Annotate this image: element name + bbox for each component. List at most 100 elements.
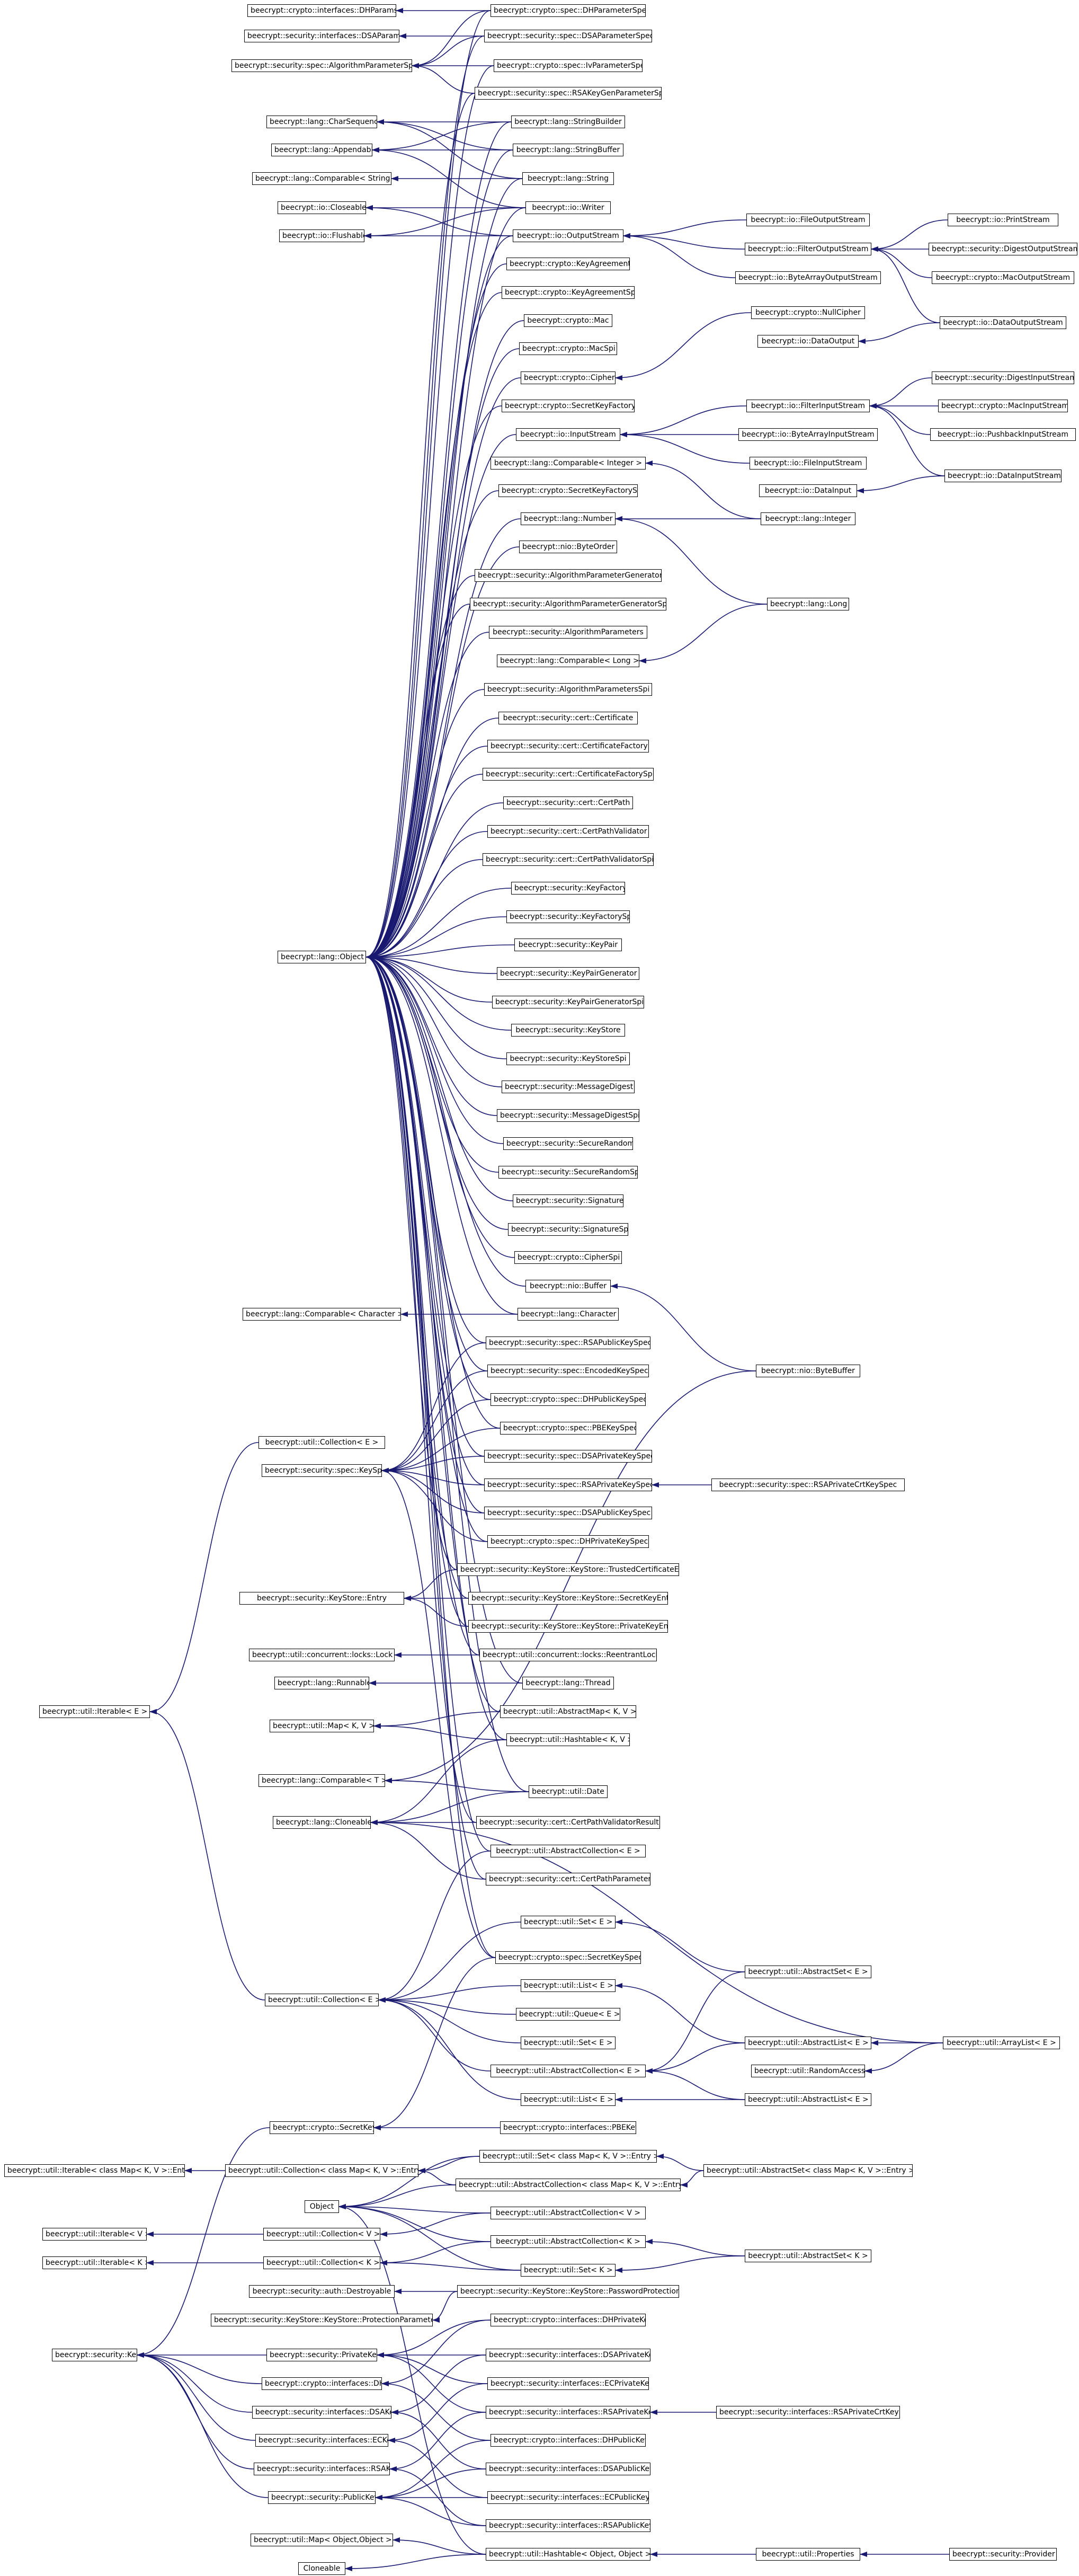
class-node[interactable]: beecrypt::lang::Thread — [522, 1677, 614, 1689]
class-node[interactable]: beecrypt::security::cert::CertPathValida… — [483, 853, 654, 866]
class-node[interactable]: beecrypt::lang::Integer — [761, 512, 855, 525]
class-node[interactable]: beecrypt::crypto::spec::DHParameterSpec — [491, 4, 646, 17]
class-node[interactable]: beecrypt::security::SecureRandom — [503, 1137, 633, 1150]
class-node[interactable]: beecrypt::security::interfaces::ECKey — [255, 2434, 388, 2447]
class-node[interactable]: beecrypt::security::auth::Destroyable — [249, 2285, 395, 2298]
class-node[interactable]: beecrypt::security::interfaces::RSAPriva… — [716, 2406, 900, 2419]
class-node[interactable]: beecrypt::crypto::spec::IvParameterSpec — [494, 59, 643, 72]
class-node[interactable]: beecrypt::util::AbstractCollection< K > — [491, 2235, 646, 2248]
class-node[interactable]: beecrypt::util::Map< K, V > — [270, 1720, 374, 1732]
class-node[interactable]: Cloneable — [298, 2562, 345, 2575]
class-node[interactable]: beecrypt::security::cert::CertPathParame… — [486, 1873, 650, 1885]
class-node[interactable]: beecrypt::lang::Number — [521, 512, 616, 525]
class-node[interactable]: beecrypt::util::Properties — [756, 2548, 860, 2561]
class-node[interactable]: beecrypt::util::Set< E > — [521, 2037, 616, 2049]
class-node[interactable]: beecrypt::util::AbstractSet< E > — [745, 1966, 871, 1978]
class-node[interactable]: beecrypt::security::spec::DSAPrivateKeyS… — [484, 1450, 652, 1463]
class-node[interactable]: beecrypt::security::PublicKey — [268, 2491, 376, 2504]
class-node[interactable]: beecrypt::lang::Object — [278, 951, 366, 963]
class-node[interactable]: beecrypt::util::Collection< E > — [258, 1436, 385, 1449]
class-node[interactable]: beecrypt::security::spec::RSAPrivateKeyS… — [484, 1479, 652, 1491]
class-node[interactable]: beecrypt::util::ArrayList< E > — [943, 2037, 1060, 2049]
class-node[interactable]: beecrypt::crypto::MacOutputStream — [932, 271, 1074, 284]
class-node[interactable]: beecrypt::io::PushbackInputStream — [930, 428, 1076, 441]
class-node[interactable]: beecrypt::security::spec::DSAParameterSp… — [484, 30, 652, 42]
class-node[interactable]: beecrypt::security::interfaces::DSAKey — [252, 2406, 391, 2419]
class-node[interactable]: beecrypt::security::KeyStore::KeyStore::… — [211, 2314, 433, 2326]
class-node[interactable]: beecrypt::io::DataInput — [759, 484, 857, 497]
class-node[interactable]: beecrypt::security::interfaces::RSAPubli… — [486, 2519, 650, 2532]
class-node[interactable]: beecrypt::util::Set< E > — [521, 1916, 616, 1928]
class-node[interactable]: beecrypt::io::ByteArrayInputStream — [738, 428, 878, 441]
class-node[interactable]: beecrypt::crypto::NullCipher — [751, 306, 865, 319]
class-node[interactable]: beecrypt::crypto::CipherSpi — [514, 1251, 622, 1264]
class-node[interactable]: beecrypt::io::FileInputStream — [750, 457, 867, 470]
class-node[interactable]: beecrypt::util::AbstractCollection< clas… — [456, 2179, 681, 2191]
class-node[interactable]: beecrypt::crypto::interfaces::DHParams — [247, 4, 396, 17]
class-node[interactable]: beecrypt::security::KeyFactorySpi — [506, 910, 630, 923]
class-node[interactable]: beecrypt::crypto::KeyAgreementSpi — [502, 286, 635, 299]
class-node[interactable]: beecrypt::util::concurrent::locks::Lock — [249, 1649, 395, 1661]
class-node[interactable]: beecrypt::security::interfaces::DSAPubli… — [486, 2463, 650, 2475]
class-node[interactable]: beecrypt::security::cert::CertificateFac… — [483, 768, 654, 781]
class-node[interactable]: beecrypt::lang::CharSequence — [266, 116, 377, 128]
class-node[interactable]: beecrypt::security::cert::CertPathValida… — [476, 1816, 660, 1829]
class-node[interactable]: beecrypt::security::interfaces::RSAKey — [254, 2463, 390, 2475]
class-node[interactable]: beecrypt::nio::ByteOrder — [519, 541, 617, 553]
class-node[interactable]: beecrypt::crypto::SecretKeyFactory — [502, 400, 635, 412]
class-node[interactable]: beecrypt::util::Map< Object,Object > — [251, 2534, 393, 2546]
class-node[interactable]: beecrypt::io::ByteArrayOutputStream — [735, 271, 881, 284]
class-node[interactable]: beecrypt::crypto::Mac — [524, 314, 612, 327]
class-node[interactable]: beecrypt::security::Signature — [513, 1194, 623, 1207]
class-node[interactable]: beecrypt::lang::Comparable< String > — [252, 172, 391, 185]
class-node[interactable]: beecrypt::security::cert::CertificateFac… — [487, 740, 649, 753]
class-node[interactable]: beecrypt::security::spec::AlgorithmParam… — [231, 59, 412, 72]
class-node[interactable]: beecrypt::security::KeyPairGenerator — [497, 967, 639, 980]
class-node[interactable]: beecrypt::util::RandomAccess — [751, 2065, 865, 2077]
class-node[interactable]: beecrypt::lang::StringBuffer — [513, 144, 623, 156]
class-node[interactable]: beecrypt::io::DataInputStream — [944, 470, 1062, 482]
class-node[interactable]: beecrypt::security::AlgorithmParameters — [489, 626, 647, 639]
class-node[interactable]: beecrypt::util::AbstractList< E > — [745, 2093, 871, 2106]
class-node[interactable]: beecrypt::security::KeyStore::KeyStore::… — [457, 2285, 679, 2298]
class-node[interactable]: beecrypt::nio::Buffer — [525, 1280, 611, 1293]
class-node[interactable]: beecrypt::security::spec::RSAPrivateCrtK… — [711, 1479, 905, 1491]
class-node[interactable]: beecrypt::crypto::spec::DHPrivateKeySpec — [487, 1535, 649, 1548]
class-node[interactable]: beecrypt::io::Closeable — [278, 201, 366, 214]
class-node[interactable]: beecrypt::util::AbstractCollection< V > — [491, 2207, 646, 2219]
class-node[interactable]: beecrypt::security::AlgorithmParametersS… — [484, 683, 652, 696]
class-node[interactable]: beecrypt::util::Collection< class Map< K… — [225, 2164, 418, 2177]
class-node[interactable]: beecrypt::security::Provider — [949, 2548, 1057, 2561]
class-node[interactable]: beecrypt::security::KeyPair — [514, 939, 622, 951]
class-node[interactable]: beecrypt::security::KeyFactory — [511, 882, 625, 895]
class-node[interactable]: beecrypt::lang::StringBuilder — [511, 116, 625, 128]
class-node[interactable]: beecrypt::io::FileOutputStream — [746, 214, 870, 226]
class-node[interactable]: beecrypt::security::cert::Certificate — [498, 712, 638, 724]
class-node[interactable]: beecrypt::io::FilterInputStream — [746, 400, 870, 412]
class-node[interactable]: beecrypt::crypto::interfaces::PBEKey — [500, 2121, 636, 2134]
class-node[interactable]: beecrypt::crypto::interfaces::DHPrivateK… — [491, 2314, 646, 2326]
class-node[interactable]: beecrypt::lang::Appendable — [271, 144, 372, 156]
class-node[interactable]: beecrypt::util::AbstractSet< K > — [745, 2250, 871, 2262]
class-node[interactable]: beecrypt::security::interfaces::DSAParam… — [244, 30, 399, 42]
class-node[interactable]: beecrypt::lang::Cloneable — [273, 1816, 371, 1829]
class-node[interactable]: beecrypt::crypto::MacInputStream — [938, 400, 1068, 412]
class-node[interactable]: beecrypt::security::cert::CertPathValida… — [487, 825, 649, 838]
class-node[interactable]: beecrypt::io::DataOutputStream — [940, 316, 1066, 329]
class-node[interactable]: beecrypt::security::KeyStore::KeyStore::… — [457, 1563, 679, 1576]
class-node[interactable]: beecrypt::crypto::SecretKeyFactorySpi — [498, 484, 638, 497]
class-node[interactable]: beecrypt::io::InputStream — [516, 428, 620, 441]
class-node[interactable]: beecrypt::util::AbstractCollection< E > — [491, 1845, 646, 1857]
class-node[interactable]: beecrypt::security::spec::DSAPublicKeySp… — [484, 1507, 652, 1519]
class-node[interactable]: beecrypt::security::interfaces::ECPrivat… — [487, 2377, 649, 2390]
class-node[interactable]: beecrypt::security::KeyStore::KeyStore::… — [468, 1620, 668, 1633]
class-node[interactable]: beecrypt::security::Key — [52, 2349, 137, 2361]
class-node[interactable]: beecrypt::io::Writer — [525, 201, 611, 214]
class-node[interactable]: beecrypt::crypto::KeyAgreement — [506, 258, 630, 270]
class-node[interactable]: beecrypt::lang::Long — [767, 598, 849, 610]
class-node[interactable]: beecrypt::util::Iterable< class Map< K, … — [4, 2164, 185, 2177]
class-node[interactable]: beecrypt::util::Iterable< V > — [42, 2228, 147, 2241]
class-node[interactable]: beecrypt::security::KeyPairGeneratorSpi — [492, 996, 644, 1008]
class-node[interactable]: beecrypt::security::DigestInputStream — [932, 371, 1074, 384]
class-node[interactable]: beecrypt::crypto::spec::DHPublicKeySpec — [491, 1393, 646, 1406]
